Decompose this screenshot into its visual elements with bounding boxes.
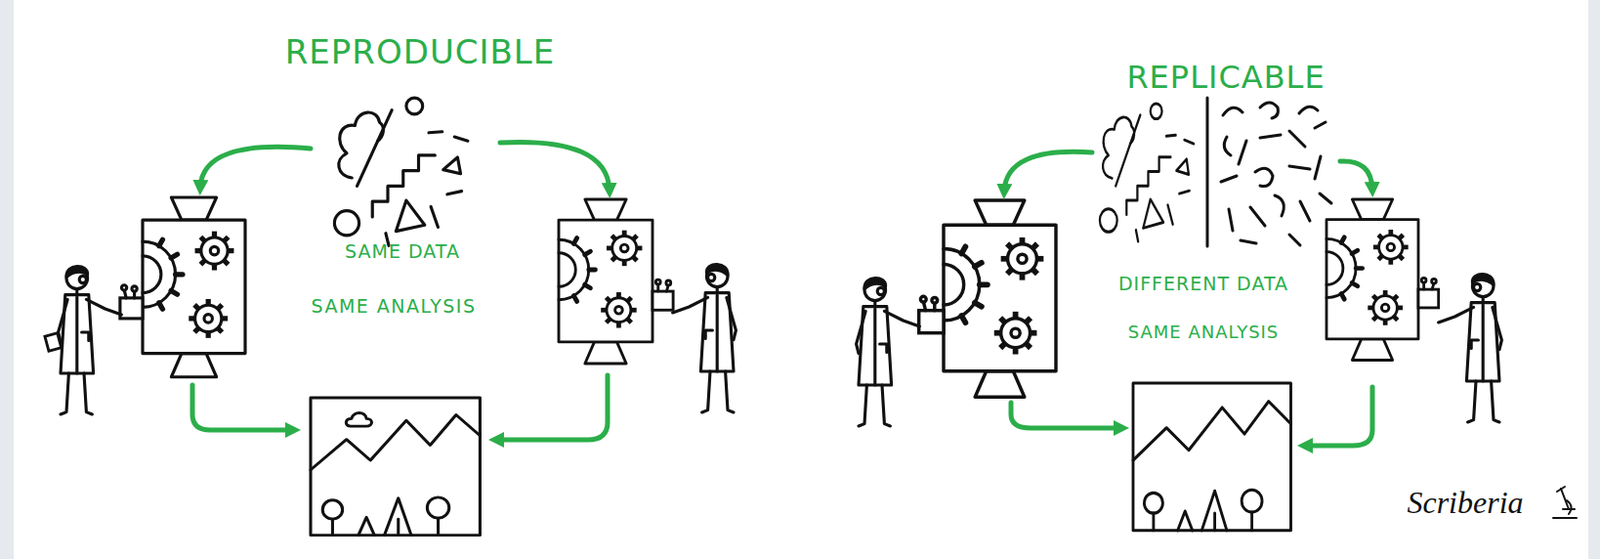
scientist-figure bbox=[856, 277, 921, 426]
scientist-figure bbox=[1438, 273, 1503, 422]
flow-arrows bbox=[192, 141, 610, 440]
flow-arrow bbox=[500, 141, 610, 191]
analysis-label: SAME ANALYSIS bbox=[1128, 322, 1280, 342]
analysis-machine bbox=[120, 197, 246, 378]
different-data-shapes bbox=[1221, 102, 1332, 246]
result-picture bbox=[1133, 382, 1292, 531]
analysis-machine bbox=[919, 200, 1056, 397]
panel-title: REPLICABLE bbox=[1126, 60, 1325, 95]
result-picture bbox=[310, 397, 480, 536]
analysis-machine bbox=[558, 199, 674, 364]
flow-arrow bbox=[496, 375, 608, 440]
flow-arrow bbox=[200, 146, 311, 188]
analysis-machine bbox=[1326, 199, 1439, 361]
microscope-icon bbox=[1553, 486, 1577, 518]
analysis-label: SAME ANALYSIS bbox=[311, 295, 477, 317]
scientist-figure bbox=[44, 265, 122, 415]
signature: Scriberia bbox=[1406, 485, 1523, 520]
panel-title: REPRODUCIBLE bbox=[285, 34, 556, 71]
flow-arrow bbox=[1340, 161, 1373, 190]
edge-band bbox=[1588, 0, 1600, 559]
data-shapes bbox=[334, 97, 468, 246]
flow-arrows bbox=[1004, 151, 1373, 446]
edge-band bbox=[0, 0, 14, 559]
data-label: DIFFERENT DATA bbox=[1118, 273, 1289, 295]
flow-arrow bbox=[1010, 402, 1122, 428]
flow-arrow bbox=[192, 384, 294, 430]
flow-arrow bbox=[1305, 386, 1373, 446]
data-label: SAME DATA bbox=[344, 241, 461, 262]
flow-arrow bbox=[1004, 151, 1093, 192]
data-divider bbox=[1206, 97, 1210, 247]
scientist-figure bbox=[673, 263, 737, 413]
data-shapes bbox=[1099, 103, 1194, 242]
